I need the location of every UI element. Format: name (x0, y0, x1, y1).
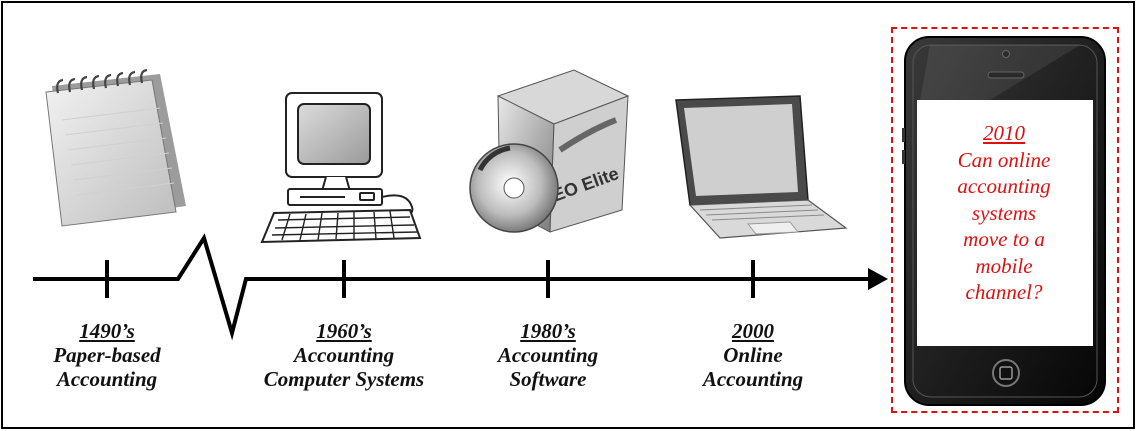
event-year: 1980’s (520, 319, 576, 343)
event-caption-line: Computer Systems (263, 367, 425, 391)
event-year: 1960’s (316, 319, 372, 343)
event-caption-line: Accounting (702, 367, 804, 391)
timeline-axis (33, 233, 870, 341)
future-question: 2010 Can online accounting systems move … (919, 108, 1089, 346)
future-question-line: Can online (957, 147, 1051, 172)
event-label-1980s: 1980’s Accounting Software (463, 319, 633, 391)
event-caption-line: Accounting (293, 343, 395, 367)
timeline-ticks (105, 260, 755, 298)
event-label-1960s: 1960’s Accounting Computer Systems (244, 319, 444, 391)
future-question-line: accounting (957, 174, 1051, 198)
future-highlight-box (891, 27, 1119, 413)
event-year: 1490’s (79, 319, 135, 343)
future-question-line: mobile (975, 253, 1033, 278)
future-question-line: channel? (965, 280, 1043, 304)
notepad-icon (45, 68, 186, 227)
event-year: 2000 (732, 319, 774, 343)
timeline-arrowhead (868, 268, 888, 290)
event-label-1490s: 1490’s Paper-based Accounting (22, 319, 192, 391)
desktop-computer-icon (260, 92, 422, 244)
future-question-line: move to a (963, 227, 1045, 251)
laptop-icon (675, 95, 848, 239)
future-year: 2010 (983, 121, 1025, 145)
smartphone-icon (902, 36, 1106, 406)
software-box-icon: SEO Elite (469, 69, 630, 233)
event-caption-line: Software (509, 367, 587, 391)
event-caption-line: Online (723, 343, 783, 367)
future-question-line: systems (971, 200, 1037, 225)
event-caption-line: Accounting (56, 367, 158, 391)
event-label-2000: 2000 Online Accounting (668, 319, 838, 391)
event-caption-line: Accounting (497, 343, 599, 367)
event-caption-line: Paper-based (53, 343, 161, 367)
